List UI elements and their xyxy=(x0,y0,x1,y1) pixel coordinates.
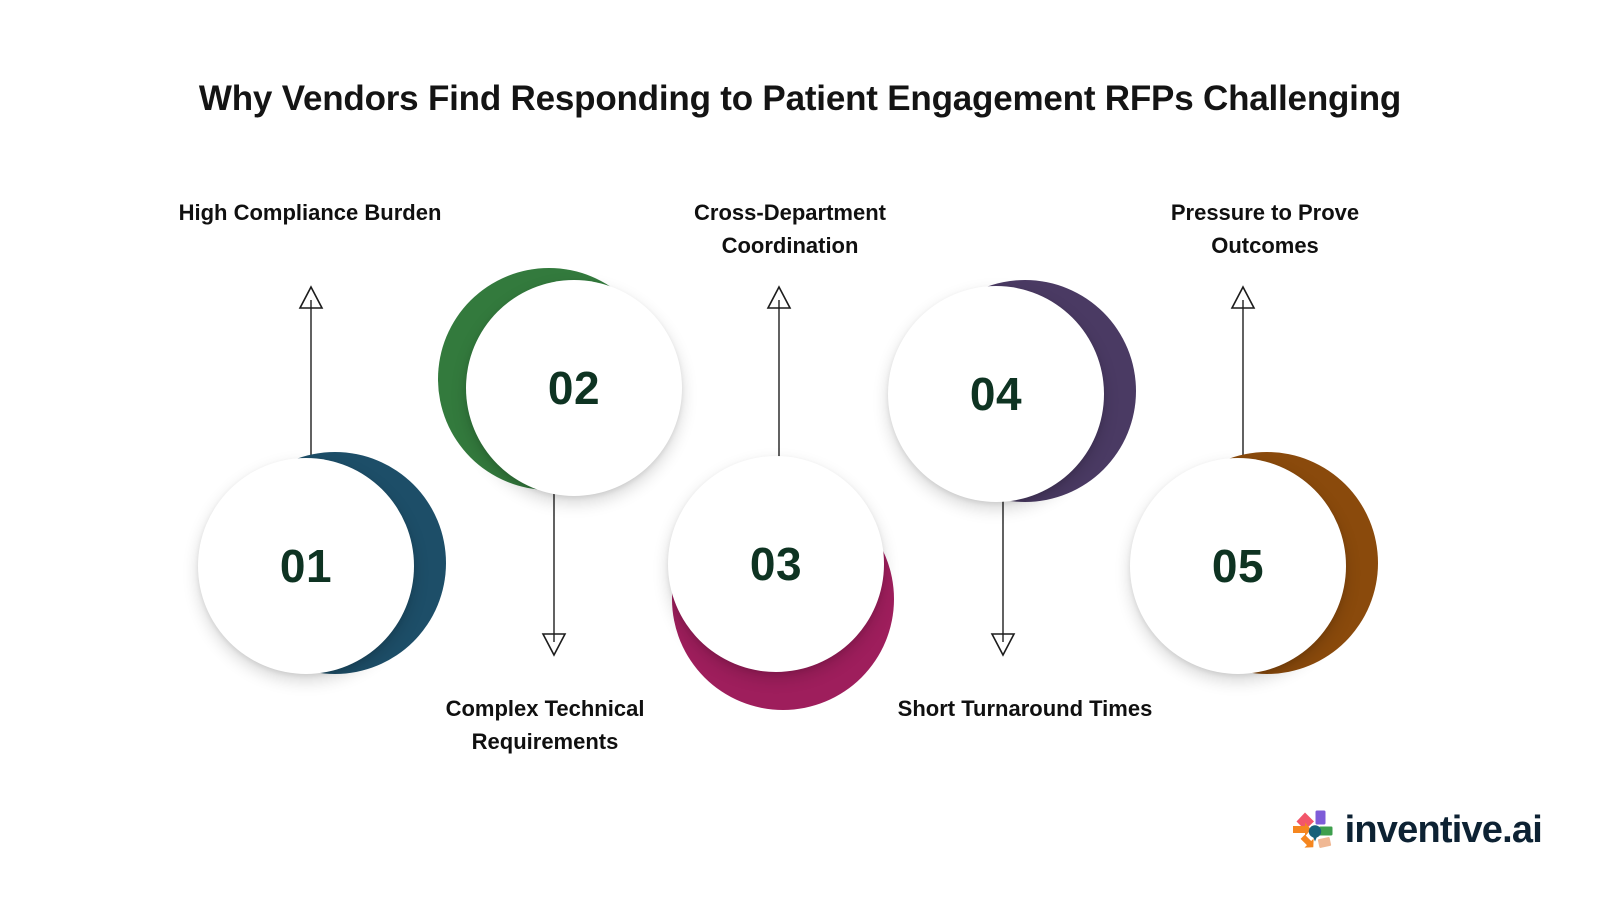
step-crescent-02: 02 xyxy=(438,268,688,518)
step-label-03: Cross-Department Coordination xyxy=(640,196,940,262)
step-crescent-01: 01 xyxy=(198,444,448,694)
step-label-05-text: Pressure to Prove Outcomes xyxy=(1170,200,1360,258)
step-number-03: 03 xyxy=(749,538,803,590)
step-label-01-text: High Compliance Burden xyxy=(178,200,442,225)
step-number-02: 02 xyxy=(547,362,601,414)
step-node-02[interactable]: 02 xyxy=(438,268,688,518)
step-label-04: Short Turnaround Times xyxy=(875,692,1175,725)
step-label-05: Pressure to Prove Outcomes xyxy=(1115,196,1415,262)
step-front-disc-03: 03 xyxy=(668,456,884,672)
logo-wordmark: inventive.ai xyxy=(1344,809,1543,851)
step-crescent-03: 03 xyxy=(662,448,912,710)
step-label-04-text: Short Turnaround Times xyxy=(897,696,1153,721)
step-front-disc-01: 01 xyxy=(198,458,414,674)
step-node-01[interactable]: 01 xyxy=(198,444,448,694)
step-crescent-04: 04 xyxy=(888,272,1138,522)
step-label-02-text: Complex Technical Requirements xyxy=(445,696,645,754)
step-label-03-text: Cross-Department Coordination xyxy=(694,200,886,258)
step-front-disc-02: 02 xyxy=(466,280,682,496)
step-front-disc-04: 04 xyxy=(888,286,1104,502)
step-label-02: Complex Technical Requirements xyxy=(395,692,695,758)
step-number-01: 01 xyxy=(279,540,333,592)
step-node-03[interactable]: 03 xyxy=(662,448,912,710)
step-number-05: 05 xyxy=(1211,540,1265,592)
step-crescent-05: 05 xyxy=(1130,444,1380,694)
step-label-01: High Compliance Burden xyxy=(160,196,460,229)
inventive-pinwheel-icon xyxy=(1291,808,1335,852)
step-node-05[interactable]: 05 xyxy=(1130,444,1380,694)
step-number-04: 04 xyxy=(969,368,1023,420)
page-title: Why Vendors Find Responding to Patient E… xyxy=(198,79,1402,118)
step-node-04[interactable]: 04 xyxy=(888,272,1138,522)
connector-up-03 xyxy=(764,285,794,486)
step-front-disc-05: 05 xyxy=(1130,458,1346,674)
brand-logo[interactable]: inventive.ai xyxy=(1291,808,1543,852)
